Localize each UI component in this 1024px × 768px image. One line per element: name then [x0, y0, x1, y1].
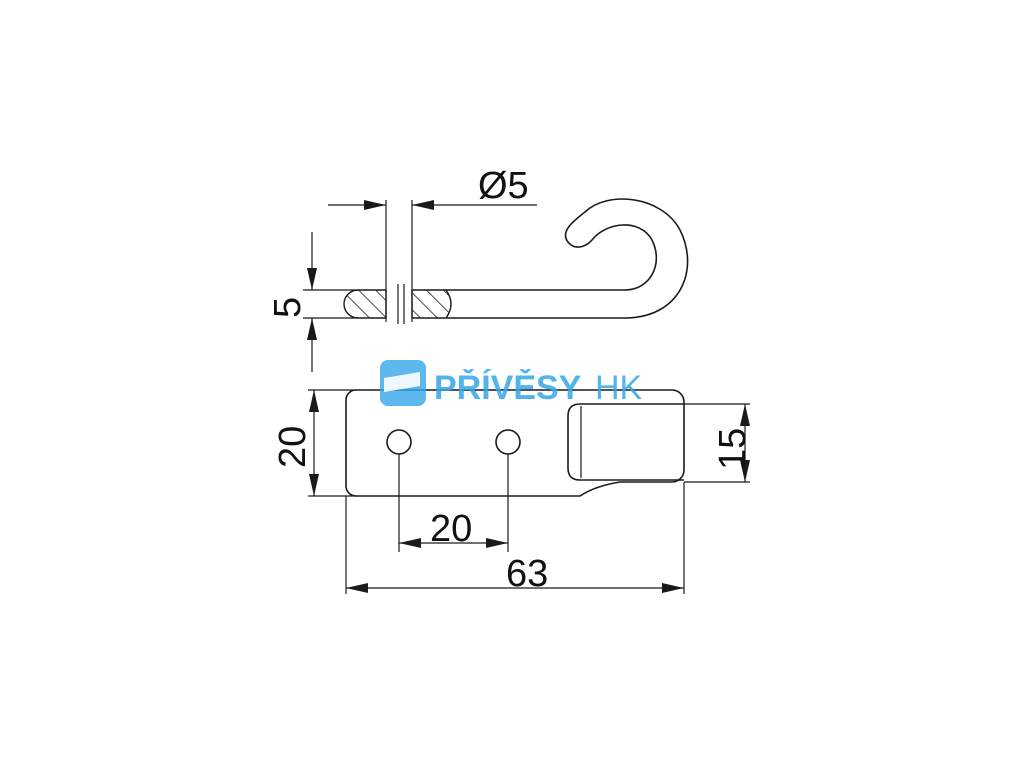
dim-width-label: 20: [272, 426, 314, 468]
watermark-logo: PŘÍVĚSY HK: [380, 360, 643, 407]
hookw-arrow-top: [740, 404, 750, 426]
hole-arrow-left: [399, 538, 421, 548]
section-hatch-right: [411, 289, 452, 319]
hole-arrow-right: [486, 538, 508, 548]
dim-diameter-label: Ø5: [478, 165, 529, 207]
thk-arrow-bottom: [307, 318, 317, 340]
top-view: 20 63 20 15: [272, 389, 754, 595]
dim-thickness-label: 5: [267, 297, 309, 318]
width-arrow-bottom: [309, 474, 319, 496]
plate-outline: [345, 389, 685, 497]
watermark-logo-icon-stripe: [384, 372, 420, 392]
hookw-arrow-bottom: [740, 460, 750, 482]
dim-total-length-label: 63: [506, 553, 548, 595]
dia-arrow-right: [412, 200, 434, 210]
dia-arrow-left: [364, 200, 386, 210]
width-arrow-top: [309, 390, 319, 412]
section-hatch-left: [343, 289, 387, 319]
dim-hole-spacing-label: 20: [430, 508, 472, 550]
dim-hook-width-label: 15: [712, 428, 754, 470]
mount-hole-right: [495, 429, 521, 455]
len-arrow-left: [346, 583, 368, 593]
mount-hole-left: [386, 429, 412, 455]
hook-tongue: [567, 403, 684, 481]
len-arrow-right: [662, 583, 684, 593]
watermark-brand-light: HK: [595, 369, 643, 407]
watermark-brand-bold: PŘÍVĚSY: [434, 369, 582, 407]
thk-arrow-top: [307, 268, 317, 290]
side-view: Ø5 5: [267, 165, 689, 372]
hook-curve: [564, 198, 689, 319]
